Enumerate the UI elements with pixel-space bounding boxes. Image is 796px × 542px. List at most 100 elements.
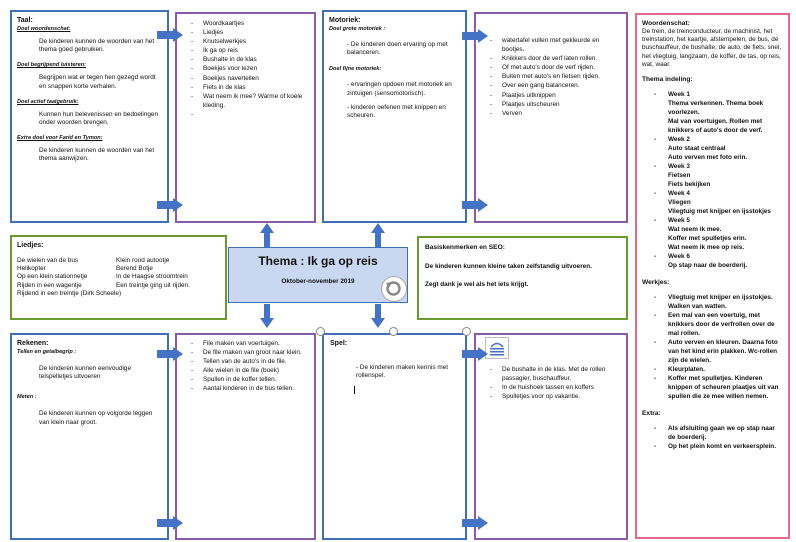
motoriek-text1: - De kinderen doen ervaring op met balan…	[347, 41, 448, 57]
list-item: Boekjes navertellen	[191, 74, 310, 83]
materials-list: Woordkaartjes Liedjes Knutselwerkjes Ik …	[181, 19, 310, 119]
theme-center-box[interactable]: Thema : Ik ga op reis Oktober-november 2…	[228, 247, 408, 303]
week-item: Week 6Op stap naar de boerderij.	[654, 252, 783, 270]
song-item: Op een klein stationnetje	[17, 273, 88, 281]
materials-box: Woordkaartjes Liedjes Knutselwerkjes Ik …	[175, 12, 316, 223]
taal-text4: De kinderen kunnen de woorden van het th…	[39, 147, 155, 163]
spel-title: Spel:	[330, 340, 348, 347]
list-item: Fiets in de klas	[191, 83, 310, 92]
liedjes-left-list: De wielen van de bus Helikopter Op een k…	[17, 257, 122, 298]
werkjes-title: Werkjes:	[642, 279, 670, 287]
list-item: Kleurplaten.	[654, 365, 783, 374]
song-item: Klein rood autootje	[116, 257, 170, 264]
seo-box: Basiskenmerken en SEO: De kinderen kunne…	[417, 236, 628, 320]
spel-text: - De kinderen maken kennis met rollenspe…	[356, 364, 448, 380]
arrow-right-icon	[157, 198, 183, 212]
list-item: Aantal kinderen in de bus tellen.	[191, 384, 310, 393]
motoriek-text2: - ervaringen opdoen met motoriek en zint…	[347, 81, 452, 97]
list-item: In de huishoek tassen en koffers	[490, 383, 622, 392]
seo-line2: Zegt dank je wel als het iets krijgt.	[425, 281, 529, 289]
arrow-right-icon	[462, 198, 488, 212]
list-item: Buiten met auto's en fietsen rijden.	[490, 72, 622, 81]
rekenen-activities-list: File maken van voertuigen. De file maken…	[181, 339, 310, 394]
song-item: Een treintje ging uit rijden.	[116, 281, 190, 289]
list-item: Als afsluiting gaan we op stap naar de b…	[654, 424, 783, 442]
song-item: Berend Botje	[116, 265, 153, 273]
woordenschat-box: Woordenschat: De trein, de treinconducte…	[635, 13, 790, 539]
list-item: Over een gang balanceren.	[490, 81, 622, 90]
rekenen-text2: De kinderen kunnen op volgorde leggen va…	[39, 410, 153, 426]
rotate-handle-icon[interactable]	[381, 276, 407, 302]
arrow-right-icon	[462, 516, 488, 530]
list-item: De file maken van groot naar klein.	[191, 348, 310, 357]
liedjes-box: Liedjes: De wielen van de bus Helikopter…	[10, 235, 227, 320]
arrow-down-icon	[260, 304, 274, 328]
list-item: Boekjes voor lezen	[191, 64, 310, 73]
spel-box[interactable]: Spel: - De kinderen maken kennis met rol…	[322, 333, 467, 540]
list-item: Verven	[490, 109, 622, 118]
list-item: Auto verven en kleuren. Daarna foto van …	[654, 338, 783, 365]
arrow-down-icon	[371, 304, 385, 328]
taal-text1: De kinderen kunnen de woorden van het th…	[39, 38, 155, 54]
list-item: Of met auto's door de verf rijden.	[490, 63, 622, 72]
arrow-up-icon	[260, 223, 274, 247]
rekenen-activities-box: File maken van voertuigen. De file maken…	[175, 333, 316, 540]
motoriek-sub1: Doel grote motoriek :	[329, 26, 386, 32]
taal-sub1: Doel woordenschat:	[17, 26, 71, 32]
seo-line1: De kinderen kunnen kleine taken zelfstan…	[425, 263, 592, 270]
resize-handle-tl[interactable]	[316, 327, 325, 336]
list-item: Knutselwerkjes	[191, 37, 310, 46]
extra-title: Extra:	[642, 410, 661, 418]
taal-sub2: Doel begrijpend luisteren:	[17, 62, 86, 69]
list-item: Tellen van de auto's in de file.	[191, 357, 310, 366]
arrow-right-icon	[157, 347, 183, 361]
arrow-right-icon	[157, 516, 183, 530]
spel-activities-box: De bushalte in de klas. Met de rollen pa…	[474, 333, 628, 540]
arrow-right-icon	[462, 347, 488, 361]
list-item: Ik ga op reis	[191, 46, 310, 55]
werkjes-list: Vliegtuig met knijper en ijsstokjes. Wal…	[642, 293, 783, 401]
rekenen-sub1: Tellen en getalbegrip :	[17, 349, 77, 355]
list-item: Liedjes	[191, 28, 310, 37]
list-item: Plaatjes uitknippen	[490, 91, 622, 100]
list-item: Plaatjes uitscheuren	[490, 100, 622, 109]
resize-handle-tm[interactable]	[389, 327, 398, 336]
spel-activities-list: De bushalte in de klas. Met de rollen pa…	[480, 365, 622, 401]
extra-list: Als afsluiting gaan we op stap naar de b…	[642, 424, 783, 451]
list-item: watertafel vullen met gekleurde en bootj…	[490, 36, 622, 54]
list-item: Op het plein komt en verkeersplein.	[654, 442, 783, 451]
motoriek-title: Motoriek:	[329, 17, 361, 24]
motoriek-text3: - kinderen oefenen met knippen en scheur…	[347, 103, 446, 120]
rekenen-title: Rekenen:	[17, 340, 49, 347]
seo-title: Basiskenmerken en SEO:	[425, 244, 505, 251]
woordenschat-text: De trein, de treinconducteur, de machini…	[642, 28, 782, 68]
list-item: Knikkers door de verf laten rollen.	[490, 54, 622, 63]
taal-title: Taal:	[17, 17, 33, 24]
rekenen-box: Rekenen: Tellen en getalbegrip : De kind…	[10, 333, 169, 540]
list-item: Alle wielen in de file (boek)	[191, 366, 310, 375]
list-item: Wat neem ik mee? Warme of koele kleding.	[191, 92, 310, 110]
arrow-right-icon	[157, 28, 183, 42]
motoriek-sub2: Doel fijne motoriek:	[329, 66, 382, 73]
resize-handle-tr[interactable]	[462, 327, 471, 336]
list-item: Bushalte in de klas	[191, 55, 310, 64]
list-item: Woordkaartjes	[191, 19, 310, 28]
rekenen-text1: De kinderen kunnen eenvoudige telspellet…	[39, 365, 132, 381]
liedjes-right-list: Klein rood autootje Berend Botje In de H…	[116, 257, 225, 290]
song-item: Helikopter	[17, 265, 46, 273]
taal-sub3: Doel actief taalgebruik:	[17, 98, 79, 105]
arrow-right-icon	[462, 29, 488, 43]
taal-box: Taal: Doel woordenschat: De kinderen kun…	[10, 10, 169, 223]
song-item: De wielen van de bus	[17, 257, 79, 264]
list-item: De bushalte in de klas. Met de rollen pa…	[490, 365, 622, 383]
motoriek-box: Motoriek: Doel grote motoriek : - De kin…	[322, 10, 467, 223]
liedjes-title: Liedjes:	[17, 242, 44, 249]
layout-options-icon[interactable]	[485, 337, 509, 359]
song-item: Rijdend in een treintje (Dirk Scheele)	[17, 289, 122, 297]
